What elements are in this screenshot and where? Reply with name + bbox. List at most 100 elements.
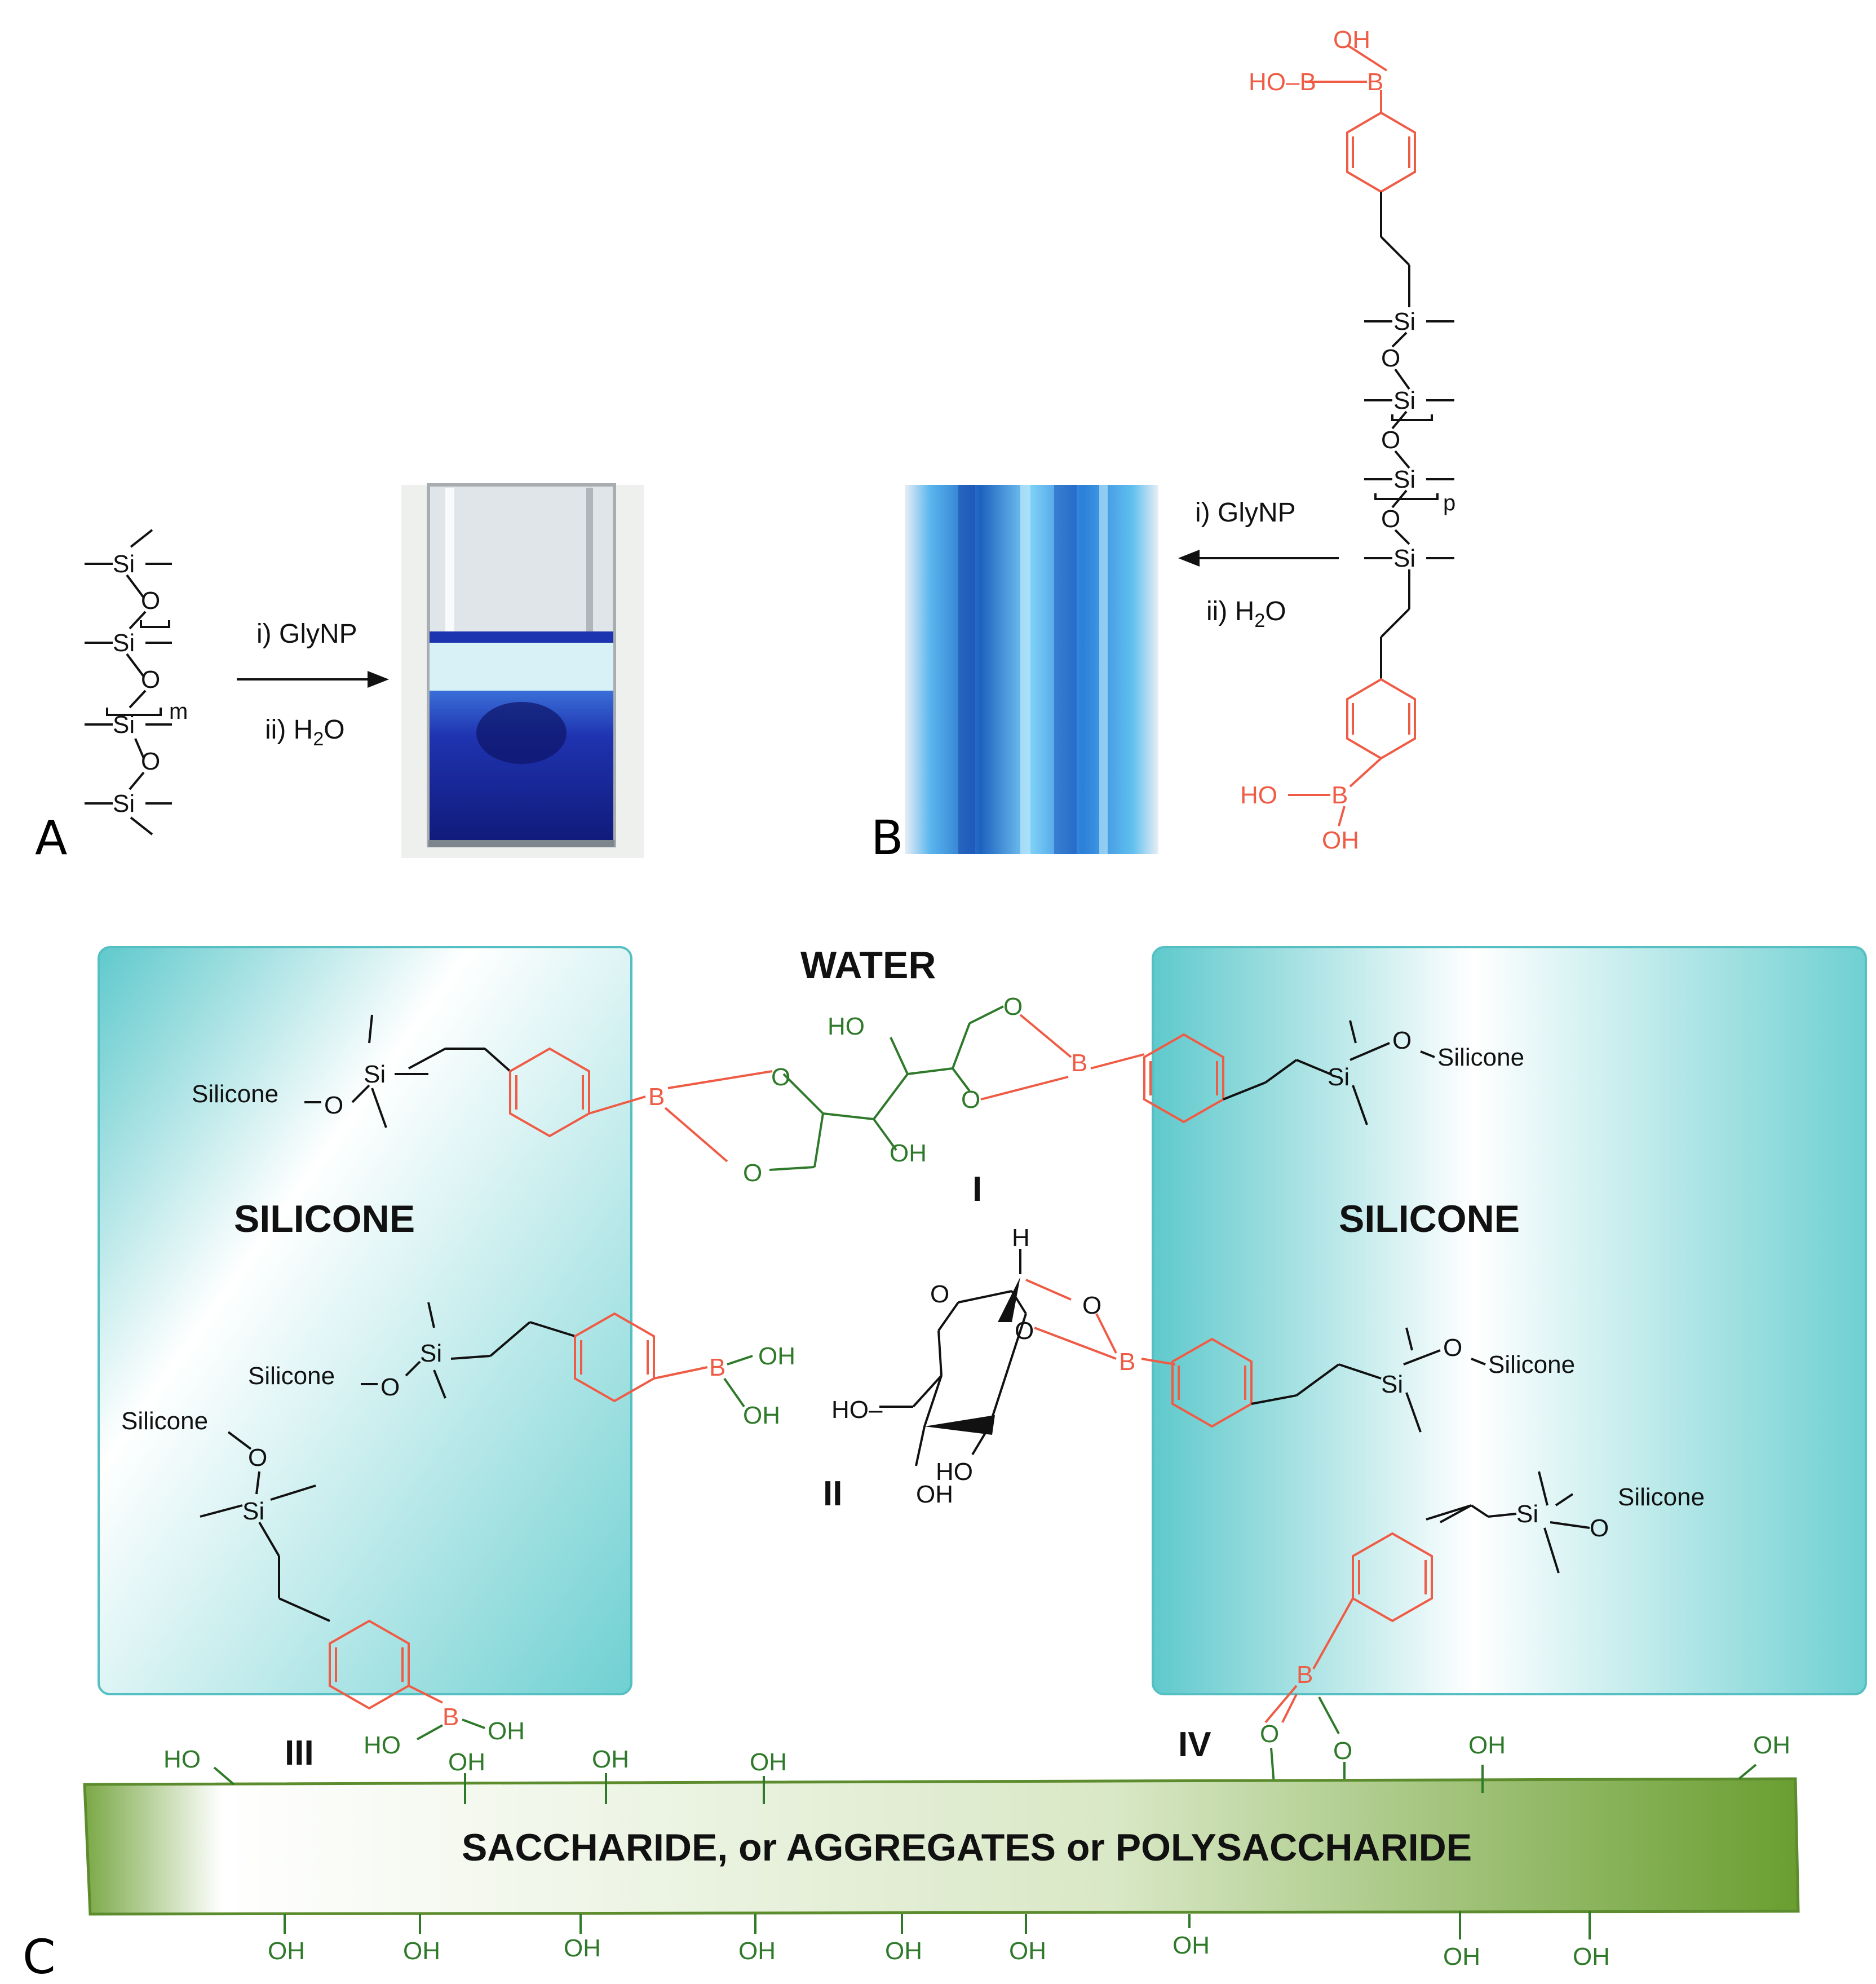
atom-si: Si (1516, 1500, 1538, 1528)
atom-o: O (1590, 1514, 1609, 1542)
atom-h: H (1012, 1224, 1030, 1252)
atom-si: Si (1393, 466, 1415, 493)
hydroxyl: OH (1172, 1932, 1210, 1959)
atom-si: Si (1393, 308, 1415, 335)
hydroxyl: OH (403, 1937, 440, 1965)
atom-o: O (1260, 1720, 1279, 1748)
hydroxyl: OH (885, 1937, 922, 1965)
atom-o: O (1392, 1027, 1412, 1054)
repeat-index-m: m (169, 699, 188, 724)
hydroxyl: OH (1753, 1731, 1790, 1759)
hydroxyl: HO– (831, 1396, 883, 1424)
atom-si: Si (113, 790, 135, 818)
silicone-word: Silicone (1618, 1483, 1705, 1511)
structure-label-iii: III (285, 1734, 314, 1773)
atom-si: Si (113, 550, 135, 578)
hydroxyl: OH (750, 1748, 787, 1776)
atom-si: Si (1393, 545, 1415, 572)
atom-o: O (961, 1086, 980, 1113)
panel-a-letter: A (35, 810, 67, 865)
silicone-left-label: SILICONE (234, 1198, 415, 1240)
atom-o: O (248, 1444, 267, 1472)
panel-a-vial-photo (401, 483, 644, 858)
atom-o: O (1003, 993, 1023, 1020)
free-boronic-acid-left: Silicone O Si B OH OH (248, 1302, 795, 1429)
hydroxyl: OH (890, 1139, 927, 1167)
panel-b: B i) GlyNP ii) H2O B HO–B (871, 26, 1455, 865)
atom-o: O (1381, 426, 1400, 454)
atom-b: B (1297, 1661, 1313, 1689)
hydroxyl-left: HO (1240, 781, 1277, 809)
hydroxyl: OH (1573, 1943, 1610, 1970)
atom-o: O (1082, 1292, 1101, 1319)
panel-a: A Si O Si O Si m O Si (35, 483, 644, 865)
hydroxyl: OH (758, 1342, 795, 1370)
atom-b: B (648, 1083, 665, 1111)
structure-label-ii: II (823, 1474, 842, 1513)
atom-o: O (1333, 1737, 1352, 1765)
panel-a-reaction-arrow: i) GlyNP ii) H2O (237, 619, 389, 750)
structure-label-iv: IV (1178, 1725, 1211, 1764)
panel-b-atom-labels: Si O Si O Si p O Si (1381, 308, 1455, 572)
atom-o: O (141, 748, 160, 775)
atom-si: Si (1328, 1063, 1350, 1091)
panel-c-letter: C (23, 1929, 56, 1984)
atom-o: O (141, 587, 160, 615)
silicone-box-left (98, 946, 632, 1695)
hydroxyl: OH (743, 1402, 780, 1429)
structure-label-i: I (972, 1170, 982, 1209)
hydroxyl: HO (163, 1746, 201, 1773)
atom-b: B (1331, 781, 1348, 809)
hydroxyl: HO (364, 1731, 401, 1759)
panel-b-top-boronic-acid: B HO–B OH (1249, 26, 1416, 193)
panel-a-siloxane-structure (85, 529, 172, 836)
panel-a-step2: ii) H2O (265, 715, 345, 750)
atom-o: O (743, 1159, 762, 1187)
hydroxyl: OH (1443, 1943, 1480, 1970)
bar-top-hydroxyls: HO OH OH OH OH OH (163, 1731, 1790, 1804)
atom-b: B (1071, 1049, 1087, 1077)
structure-iii-boronic-acid: Silicone O Si B OH HO (121, 1407, 525, 1759)
water-label: WATER (800, 944, 936, 987)
silicone-word: Silicone (1488, 1351, 1575, 1378)
panel-b-siloxane-chain (1364, 192, 1454, 679)
silicone-word: Silicone (1437, 1044, 1524, 1071)
atom-o: O (1015, 1317, 1034, 1345)
atom-si: Si (364, 1061, 386, 1088)
bar-bottom-hydroxyls: OH OH OH OH OH OH OH OH OH (268, 1911, 1610, 1970)
hydroxyl: OH (268, 1937, 305, 1965)
hydroxyl-bottom: OH (1322, 827, 1359, 854)
atom-b: B (443, 1703, 459, 1731)
silicone-word: Silicone (192, 1080, 278, 1108)
hydroxyl: OH (1009, 1937, 1046, 1965)
silicone-right-label: SILICONE (1339, 1198, 1520, 1240)
hydroxyl: HO (828, 1013, 865, 1040)
atom-si: Si (242, 1497, 264, 1525)
atom-o: O (771, 1063, 790, 1091)
panel-b-letter: B (871, 810, 904, 865)
hydroxyl: OH (916, 1481, 953, 1508)
atom-si: Si (113, 711, 135, 739)
hydroxyl-left: HO–B (1249, 68, 1316, 96)
hydroxyl: OH (592, 1746, 629, 1773)
atom-o: O (930, 1280, 949, 1308)
panel-a-step1: i) GlyNP (256, 619, 357, 649)
hydroxyl-top: OH (1333, 26, 1370, 54)
atom-o: O (141, 666, 160, 693)
hydroxyl: OH (448, 1748, 485, 1776)
silicone-word: Silicone (121, 1407, 208, 1435)
atom-b: B (1119, 1348, 1135, 1376)
saccharide-bar-label: SACCHARIDE, or AGGREGATES or POLYSACCHAR… (462, 1826, 1472, 1869)
hydroxyl: OH (738, 1937, 776, 1965)
atom-b: B (1367, 68, 1383, 96)
structure-ii-furanose-boronate: H O O O HO– HO OH B Si O Silicone (831, 1224, 1575, 1508)
panel-b-fiber-photo (905, 485, 1158, 854)
panel-b-bottom-boronic-acid: B HO OH (1240, 678, 1416, 854)
panel-c: C SILICONE SILICONE WATER I II III IV Si (23, 944, 1867, 1984)
panel-b-step1: i) GlyNP (1195, 498, 1296, 528)
panel-b-step2: ii) H2O (1206, 596, 1286, 631)
atom-b: B (709, 1354, 725, 1381)
structure-iv-surface-boronate: Si O Silicone B O O (1260, 1471, 1705, 1793)
atom-si: Si (113, 629, 135, 657)
